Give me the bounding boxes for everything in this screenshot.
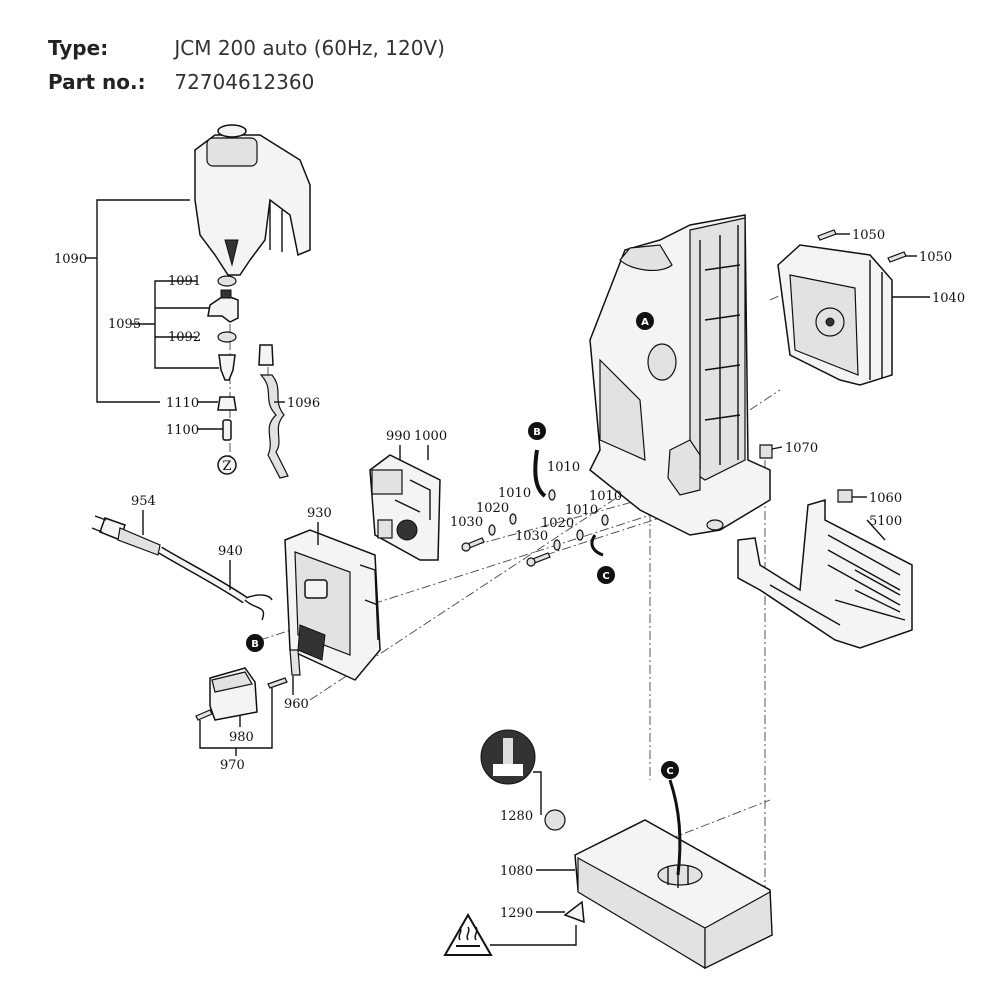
svg-text:C: C bbox=[666, 766, 673, 777]
magnet-base[interactable] bbox=[544, 779, 773, 970]
marker-c-hose: C bbox=[597, 566, 615, 584]
callout-1010-c: 1010 bbox=[565, 503, 598, 518]
callout-1091: 1091 bbox=[168, 274, 201, 289]
callout-1000: 1000 bbox=[414, 429, 447, 444]
callout-930: 930 bbox=[307, 506, 332, 521]
callout-1092: 1092 bbox=[168, 330, 201, 345]
type-label: Type: bbox=[48, 36, 109, 60]
callout-1095: 1095 bbox=[108, 317, 141, 332]
callout-1060: 1060 bbox=[869, 491, 902, 506]
svg-text:C: C bbox=[602, 571, 609, 582]
svg-text:B: B bbox=[533, 427, 541, 438]
callout-940: 940 bbox=[218, 544, 243, 559]
type-row: Type: JCM 200 auto (60Hz, 120V) bbox=[48, 36, 445, 60]
marker-b-hose: B bbox=[528, 422, 546, 440]
screw-set[interactable] bbox=[461, 489, 609, 567]
callout-1280: 1280 bbox=[500, 809, 533, 824]
circuit-board[interactable] bbox=[369, 454, 441, 561]
callout-1030-a: 1030 bbox=[450, 515, 483, 530]
switch-cover[interactable] bbox=[195, 649, 301, 721]
callout-1010-d: 1010 bbox=[589, 489, 622, 504]
callout-960: 960 bbox=[284, 697, 309, 712]
callout-1050-b: 1050 bbox=[919, 250, 952, 265]
callout-1020-a: 1020 bbox=[476, 501, 509, 516]
callout-980: 980 bbox=[229, 730, 254, 745]
protective-guard[interactable] bbox=[737, 498, 913, 649]
callout-990: 990 bbox=[386, 429, 411, 444]
marker-c-base: C bbox=[661, 761, 679, 779]
callout-1010-a: 1010 bbox=[547, 460, 580, 475]
callout-1030-b: 1030 bbox=[515, 529, 548, 544]
callout-1050-a: 1050 bbox=[852, 228, 885, 243]
marker-a: A bbox=[636, 312, 654, 330]
part-number-row: Part no.: 72704612360 bbox=[48, 70, 314, 94]
callout-1020-b: 1020 bbox=[541, 516, 574, 531]
callout-1290: 1290 bbox=[500, 906, 533, 921]
callout-1096: 1096 bbox=[287, 396, 320, 411]
callout-1040: 1040 bbox=[932, 291, 965, 306]
callout-1080: 1080 bbox=[500, 864, 533, 879]
part-number-label: Part no.: bbox=[48, 70, 146, 94]
leader-lines bbox=[86, 199, 930, 946]
callout-1010-b: 1010 bbox=[498, 486, 531, 501]
callout-1090: 1090 bbox=[54, 252, 87, 267]
marker-b-cord: B bbox=[246, 634, 264, 652]
control-housing[interactable] bbox=[284, 529, 381, 681]
svg-text:A: A bbox=[641, 317, 649, 328]
power-cord[interactable] bbox=[91, 515, 273, 621]
callout-1100: 1100 bbox=[166, 423, 199, 438]
callout-970: 970 bbox=[220, 758, 245, 773]
callout-1110: 1110 bbox=[166, 396, 199, 411]
operator-symbol-icon bbox=[480, 729, 536, 785]
water-tank[interactable] bbox=[194, 124, 311, 276]
svg-text:B: B bbox=[251, 639, 259, 650]
callout-5100: 5100 bbox=[869, 514, 902, 529]
part-number-value: 72704612360 bbox=[174, 70, 315, 94]
hose-b bbox=[533, 449, 547, 498]
warning-icon bbox=[443, 912, 493, 956]
drill-stand-column[interactable] bbox=[589, 214, 771, 536]
hose-c bbox=[590, 534, 604, 557]
type-value: JCM 200 auto (60Hz, 120V) bbox=[174, 36, 445, 60]
callout-1070: 1070 bbox=[785, 441, 818, 456]
valve-parts[interactable] bbox=[207, 275, 289, 479]
callout-labels: 1090 1091 1095 1092 1110 1100 1096 Z 954… bbox=[54, 228, 965, 921]
callout-954: 954 bbox=[131, 494, 156, 509]
gearbox-housing[interactable] bbox=[759, 229, 907, 503]
callout-z: Z bbox=[222, 459, 231, 474]
